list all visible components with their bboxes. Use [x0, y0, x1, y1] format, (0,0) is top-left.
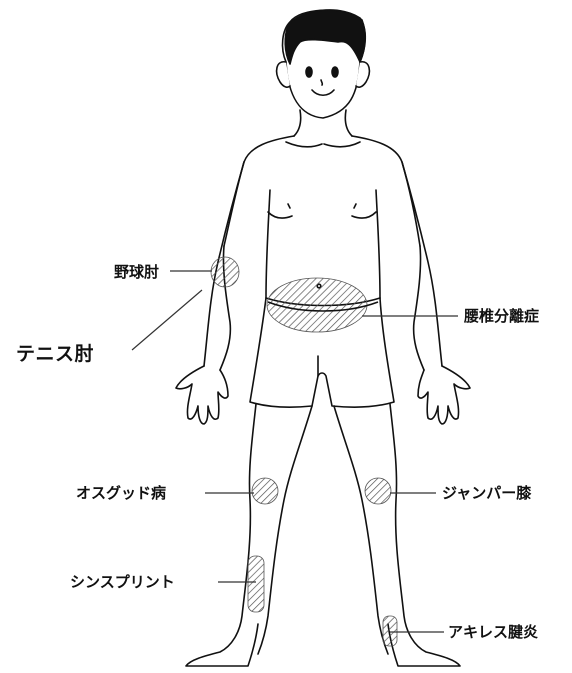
head: [277, 10, 370, 118]
label-tennis-elbow: テニス肘: [16, 343, 94, 365]
label-achilles: アキレス腱炎: [448, 623, 538, 641]
shin-area: [248, 556, 264, 612]
label-lumbar-spondylolysis: 腰椎分離症: [464, 307, 539, 325]
left-leg: [186, 404, 312, 666]
right-arm: [402, 162, 470, 424]
lumbar-area: [267, 278, 367, 332]
jumper-knee-area: [365, 478, 391, 504]
leader-tennis-elbow: [132, 290, 202, 350]
torso: [224, 110, 420, 298]
label-osgood: オスグッド病: [76, 484, 166, 502]
label-jumper-knee: ジャンパー膝: [442, 484, 531, 502]
achilles-area: [383, 616, 397, 646]
left-arm: [176, 162, 244, 424]
label-shin-splints: シンスプリント: [70, 573, 175, 591]
label-baseball-elbow: 野球肘: [114, 263, 159, 281]
osgood-area: [252, 478, 278, 504]
baseball-elbow-area: [211, 257, 239, 287]
